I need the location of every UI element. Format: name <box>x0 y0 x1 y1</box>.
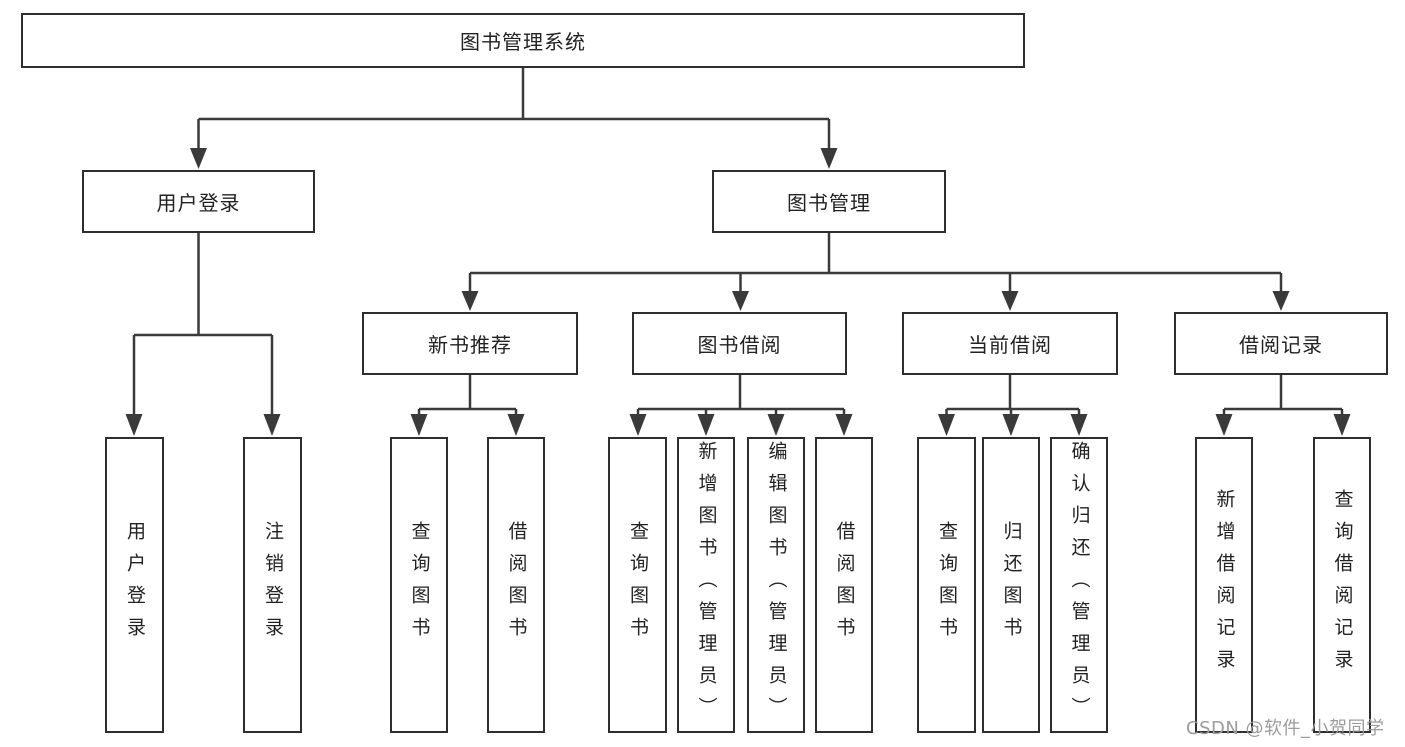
node-label: 图书管理系统 <box>460 30 586 54</box>
node-label: 借阅记录 <box>1239 333 1323 357</box>
node-label: 图书管理 <box>787 191 871 215</box>
leaf-search-book-current: 查询图书 <box>917 437 976 733</box>
leaf-add-borrow-record: 新增借阅记录 <box>1195 437 1253 733</box>
node-label: 编辑图书（管理员） <box>765 441 788 729</box>
leaf-user-login: 用户登录 <box>105 437 164 733</box>
node-label: 查询图书 <box>408 521 431 649</box>
leaf-logout: 注销登录 <box>243 437 302 733</box>
leaf-confirm-return-admin: 确认归还（管理员） <box>1050 437 1108 733</box>
node-book-management: 图书管理 <box>712 170 946 233</box>
node-label: 用户登录 <box>156 191 241 215</box>
leaf-search-book-borrowing: 查询图书 <box>608 437 667 733</box>
node-label: 用户登录 <box>124 521 146 649</box>
node-new-book-recommend: 新书推荐 <box>362 312 578 375</box>
node-label: 新增借阅记录 <box>1213 489 1236 681</box>
leaf-add-book-admin: 新增图书（管理员） <box>677 437 735 733</box>
node-label: 查询图书 <box>627 521 649 649</box>
node-label: 查询借阅记录 <box>1331 489 1354 681</box>
node-label: 查询图书 <box>936 521 958 649</box>
node-current-borrowing: 当前借阅 <box>902 312 1118 375</box>
leaf-borrow-book-recommend: 借阅图书 <box>487 437 545 733</box>
node-label: 借阅图书 <box>833 521 856 649</box>
node-label: 新增图书（管理员） <box>695 441 718 729</box>
leaf-search-book-recommend: 查询图书 <box>390 437 448 733</box>
leaf-borrow-book: 借阅图书 <box>815 437 873 733</box>
node-label: 图书借阅 <box>697 333 782 357</box>
node-label: 注销登录 <box>262 521 284 649</box>
node-label: 新书推荐 <box>428 333 512 357</box>
node-root-library-management-system: 图书管理系统 <box>21 13 1025 68</box>
node-user-login: 用户登录 <box>82 170 315 233</box>
node-label: 当前借阅 <box>968 333 1052 357</box>
node-book-borrowing: 图书借阅 <box>632 312 847 375</box>
leaf-return-book: 归还图书 <box>982 437 1040 733</box>
node-label: 确认归还（管理员） <box>1068 441 1091 729</box>
node-label: 归还图书 <box>1000 521 1023 649</box>
node-label: 借阅图书 <box>505 521 528 649</box>
node-borrowing-records: 借阅记录 <box>1174 312 1388 375</box>
leaf-search-borrow-record: 查询借阅记录 <box>1313 437 1371 733</box>
leaf-edit-book-admin: 编辑图书（管理员） <box>747 437 805 733</box>
